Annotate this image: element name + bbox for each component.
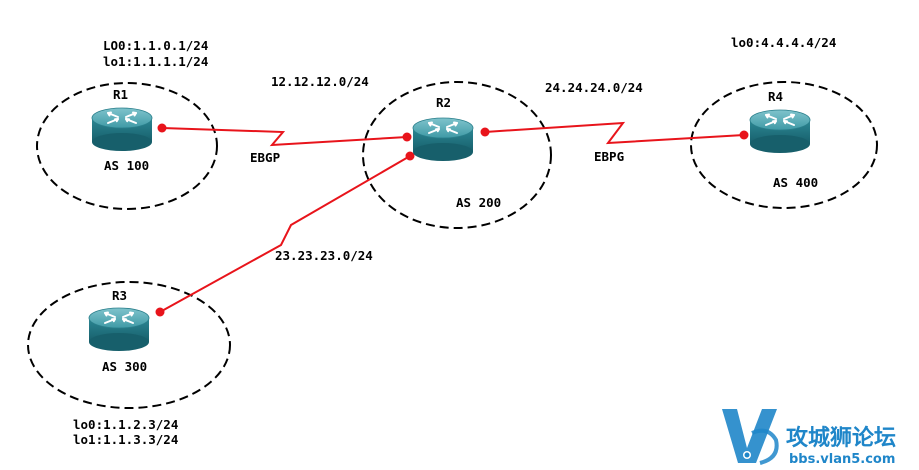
as-label-r2: AS 200 [456,195,501,210]
watermark-logo: 攻城狮论坛 bbs.vlan5.com [722,409,896,467]
v5-logo-icon [722,409,777,463]
port-r3-r2 [155,307,165,317]
router-r1-icon[interactable] [91,107,153,152]
watermark-url-text: bbs.vlan5.com [789,452,895,467]
link-r2-r3-net-label: 23.23.23.0/24 [275,248,373,263]
router-r1-label: R1 [113,87,128,102]
as-label-r3: AS 300 [102,359,147,374]
router-r4-icon[interactable] [749,109,811,154]
port-r2-r4 [480,127,490,137]
link-r2-r4-net-label: 24.24.24.0/24 [545,80,643,95]
port-r1-r2 [157,123,167,133]
link-r2-r3 [159,155,411,313]
port-r4-r2 [739,130,749,140]
router-r4-label: R4 [768,89,783,104]
r1-lo0-label: LO0:1.1.0.1/24 [103,38,208,53]
watermark-chinese-text: 攻城狮论坛 [786,425,896,451]
as-boundary-r1 [36,82,218,210]
r3-lo1-label: lo1:1.1.3.3/24 [73,432,178,447]
router-r3-label: R3 [112,288,127,303]
r1-lo1-label: lo1:1.1.1.1/24 [103,54,208,69]
link-r1-r2-net-label: 12.12.12.0/24 [271,74,369,89]
as-boundary-r3 [27,281,231,409]
as-label-r1: AS 100 [104,158,149,173]
as-boundary-r2 [362,81,552,229]
link-r2-r4-type-label: EBPG [594,149,624,164]
as-label-r4: AS 400 [773,175,818,190]
router-r3-icon[interactable] [88,307,150,352]
port-r2-r1 [402,132,412,142]
as-boundary-r4 [690,81,878,209]
link-r2-r4 [484,121,745,145]
router-r2-label: R2 [436,95,451,110]
link-r1-r2-type-label: EBGP [250,150,280,165]
router-r2-icon[interactable] [412,117,474,162]
link-r1-r2 [161,127,408,147]
r4-lo0-label: lo0:4.4.4.4/24 [731,35,836,50]
r3-lo0-label: lo0:1.1.2.3/24 [73,417,178,432]
port-r2-r3 [405,151,415,161]
